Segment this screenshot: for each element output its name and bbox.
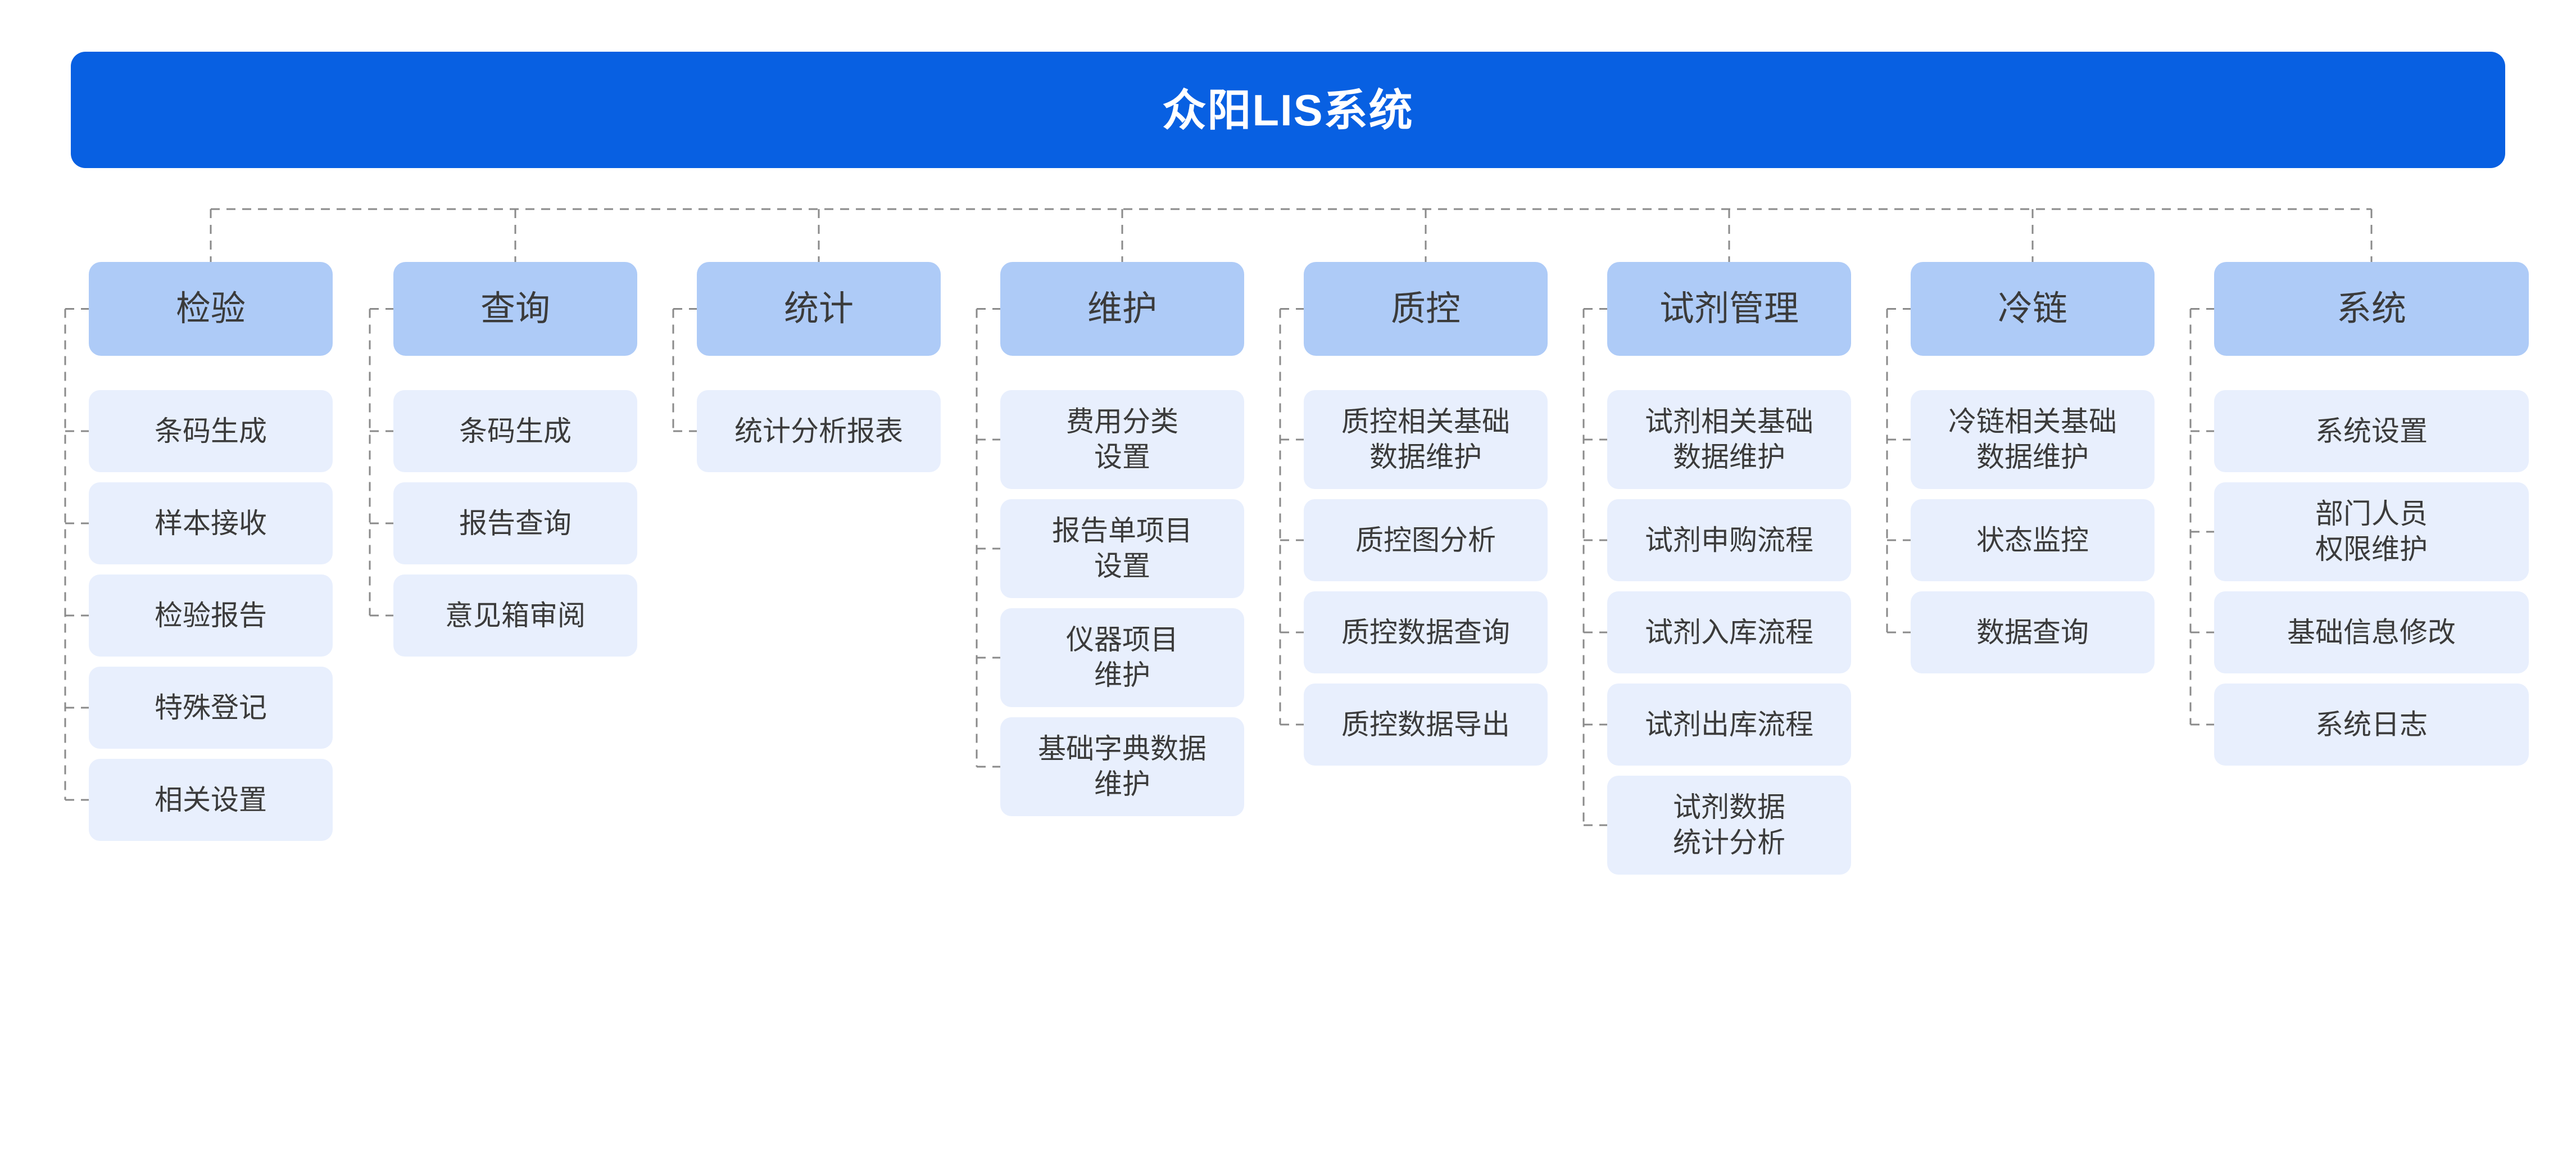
module-header-query[interactable]: 查询 — [393, 262, 637, 356]
module-item-reagent-1[interactable]: 试剂申购流程 — [1607, 499, 1851, 581]
module-item-maintenance-0[interactable]: 费用分类 设置 — [1000, 390, 1244, 489]
module-item-reagent-3[interactable]: 试剂出库流程 — [1607, 684, 1851, 766]
module-column-query: 查询条码生成报告查询意见箱审阅 — [393, 262, 637, 667]
page-title: 众阳LIS系统 — [1162, 85, 1414, 135]
module-item-coldchain-2[interactable]: 数据查询 — [1911, 591, 2155, 673]
module-item-qc-1[interactable]: 质控图分析 — [1304, 499, 1548, 581]
module-item-label: 试剂入库流程 — [1645, 616, 1813, 648]
module-item-label: 检验报告 — [155, 599, 267, 631]
module-item-label: 系统设置 — [2315, 415, 2428, 447]
module-item-inspection-0[interactable]: 条码生成 — [89, 390, 333, 472]
module-item-qc-0[interactable]: 质控相关基础 数据维护 — [1304, 390, 1548, 489]
module-column-coldchain: 冷链冷链相关基础 数据维护状态监控数据查询 — [1911, 262, 2155, 684]
module-item-label: 报告查询 — [459, 507, 572, 539]
module-item-label: 质控图分析 — [1355, 524, 1496, 556]
module-item-query-2[interactable]: 意见箱审阅 — [393, 574, 637, 657]
module-item-label: 相关设置 — [155, 784, 267, 816]
module-item-label: 试剂数据 统计分析 — [1673, 791, 1785, 858]
module-header-maintenance[interactable]: 维护 — [1000, 262, 1244, 356]
module-item-label: 统计分析报表 — [734, 415, 903, 447]
module-header-statistics[interactable]: 统计 — [697, 262, 941, 356]
module-header-qc[interactable]: 质控 — [1304, 262, 1548, 356]
module-header-label: 冷链 — [1997, 289, 2067, 328]
module-header-coldchain[interactable]: 冷链 — [1911, 262, 2155, 356]
module-item-inspection-4[interactable]: 相关设置 — [89, 759, 333, 841]
module-column-reagent: 试剂管理试剂相关基础 数据维护试剂申购流程试剂入库流程试剂出库流程试剂数据 统计… — [1607, 262, 1851, 885]
module-item-label: 冷链相关基础 数据维护 — [1948, 406, 2117, 473]
module-item-label: 费用分类 设置 — [1066, 406, 1178, 473]
module-item-system-1[interactable]: 部门人员 权限维护 — [2214, 482, 2529, 581]
module-header-reagent[interactable]: 试剂管理 — [1607, 262, 1851, 356]
module-item-reagent-0[interactable]: 试剂相关基础 数据维护 — [1607, 390, 1851, 489]
module-item-inspection-1[interactable]: 样本接收 — [89, 482, 333, 564]
module-item-qc-3[interactable]: 质控数据导出 — [1304, 684, 1548, 766]
module-item-label: 系统日志 — [2315, 708, 2428, 740]
module-item-query-1[interactable]: 报告查询 — [393, 482, 637, 564]
module-item-label: 意见箱审阅 — [445, 599, 586, 631]
module-column-statistics: 统计统计分析报表 — [697, 262, 941, 482]
module-header-label: 检验 — [175, 289, 246, 328]
module-item-label: 试剂申购流程 — [1645, 524, 1813, 556]
module-item-label: 特殊登记 — [155, 691, 267, 723]
module-item-label: 条码生成 — [459, 415, 572, 447]
module-column-qc: 质控质控相关基础 数据维护质控图分析质控数据查询质控数据导出 — [1304, 262, 1548, 776]
module-item-label: 质控相关基础 数据维护 — [1341, 406, 1510, 473]
module-item-label: 基础字典数据 维护 — [1038, 733, 1207, 800]
module-header-inspection[interactable]: 检验 — [89, 262, 333, 356]
module-header-label: 试剂管理 — [1659, 289, 1799, 328]
module-item-label: 报告单项目 设置 — [1052, 515, 1192, 582]
module-header-label: 统计 — [783, 289, 854, 328]
module-column-inspection: 检验条码生成样本接收检验报告特殊登记相关设置 — [89, 262, 333, 851]
module-item-maintenance-1[interactable]: 报告单项目 设置 — [1000, 499, 1244, 598]
module-column-system: 系统系统设置部门人员 权限维护基础信息修改系统日志 — [2214, 262, 2529, 776]
module-item-label: 数据查询 — [1976, 616, 2089, 648]
module-item-maintenance-3[interactable]: 基础字典数据 维护 — [1000, 717, 1244, 816]
module-header-label: 维护 — [1087, 289, 1157, 328]
module-column-maintenance: 维护费用分类 设置报告单项目 设置仪器项目 维护基础字典数据 维护 — [1000, 262, 1244, 826]
module-item-label: 质控数据查询 — [1341, 616, 1510, 648]
module-item-statistics-0[interactable]: 统计分析报表 — [697, 390, 941, 472]
module-header-label: 查询 — [480, 289, 550, 328]
module-item-label: 基础信息修改 — [2287, 616, 2456, 648]
system-title-bar: 众阳LIS系统 — [71, 52, 2505, 168]
module-item-reagent-4[interactable]: 试剂数据 统计分析 — [1607, 776, 1851, 875]
module-item-label: 状态监控 — [1976, 524, 2089, 556]
module-header-label: 系统 — [2336, 289, 2406, 328]
module-header-system[interactable]: 系统 — [2214, 262, 2529, 356]
module-item-label: 样本接收 — [155, 507, 267, 539]
module-item-system-2[interactable]: 基础信息修改 — [2214, 591, 2529, 673]
module-item-label: 试剂相关基础 数据维护 — [1645, 406, 1813, 473]
module-item-label: 质控数据导出 — [1341, 708, 1510, 740]
module-item-label: 部门人员 权限维护 — [2315, 498, 2428, 565]
module-item-query-0[interactable]: 条码生成 — [393, 390, 637, 472]
module-item-system-0[interactable]: 系统设置 — [2214, 390, 2529, 472]
module-item-label: 仪器项目 维护 — [1066, 624, 1178, 691]
module-item-label: 试剂出库流程 — [1645, 708, 1813, 740]
module-item-maintenance-2[interactable]: 仪器项目 维护 — [1000, 608, 1244, 707]
module-item-reagent-2[interactable]: 试剂入库流程 — [1607, 591, 1851, 673]
module-item-qc-2[interactable]: 质控数据查询 — [1304, 591, 1548, 673]
module-item-inspection-2[interactable]: 检验报告 — [89, 574, 333, 657]
module-item-label: 条码生成 — [155, 415, 267, 447]
module-item-system-3[interactable]: 系统日志 — [2214, 684, 2529, 766]
module-header-label: 质控 — [1390, 289, 1461, 328]
module-item-inspection-3[interactable]: 特殊登记 — [89, 667, 333, 749]
module-item-coldchain-0[interactable]: 冷链相关基础 数据维护 — [1911, 390, 2155, 489]
module-item-coldchain-1[interactable]: 状态监控 — [1911, 499, 2155, 581]
